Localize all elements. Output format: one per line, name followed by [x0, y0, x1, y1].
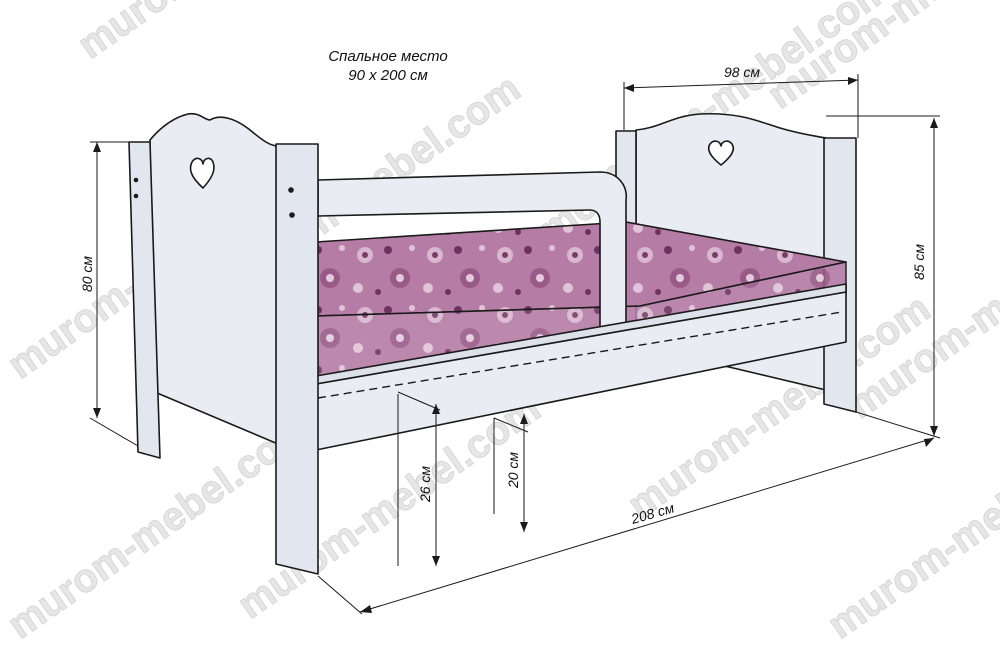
dim-width-label: 98 см — [724, 64, 760, 80]
front-leg-left — [128, 141, 161, 459]
caption-line-1: Спальное место — [328, 48, 447, 65]
watermark-6: murom-mebel.com — [760, 0, 1000, 117]
watermark-11: murom-mebel.com — [820, 406, 1000, 647]
front-leg-right — [275, 143, 319, 575]
back-heart-icon — [707, 140, 735, 166]
dim-height-front-label: 80 см — [79, 256, 95, 292]
dimension-arrows — [93, 77, 938, 613]
front-headboard — [149, 112, 279, 445]
front-heart-icon — [189, 157, 215, 189]
dim-side-height-label: 26 см — [417, 466, 433, 503]
dim-height-back-label: 85 см — [911, 244, 927, 280]
dimension-lines — [89, 74, 941, 615]
dim-floor-clearance-label: 20 см — [505, 452, 521, 489]
caption-line-2: 90 х 200 см — [348, 67, 428, 84]
